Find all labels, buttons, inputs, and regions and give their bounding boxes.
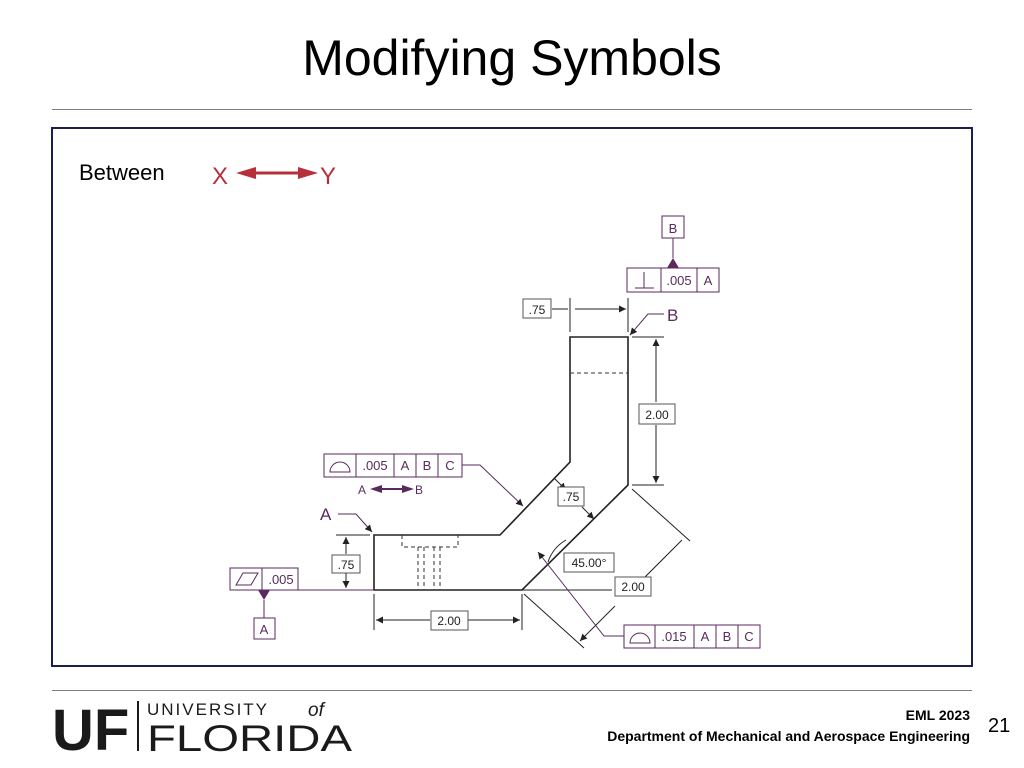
title-divider — [52, 109, 972, 110]
dim-mid-box — [557, 486, 585, 507]
datum-a-leader — [338, 513, 373, 533]
between-label: Between — [79, 160, 165, 185]
between-sub-arrow-left — [370, 485, 382, 493]
page-title: Modifying Symbols — [302, 30, 722, 86]
footer-department: Department of Mechanical and Aerospace E… — [607, 728, 970, 744]
dim-top-width-box — [522, 298, 552, 319]
dim-bottom-box — [430, 610, 469, 631]
dim-angle-box — [563, 552, 615, 573]
dim-left-height: .75 — [338, 558, 355, 572]
fcf-flat-tolerance: .005 — [268, 572, 293, 587]
fcf-profile-datum-a: A — [401, 458, 410, 473]
datum-b-triangle — [667, 258, 679, 268]
hidden-counterbore — [401, 535, 459, 590]
part-outline — [373, 336, 629, 591]
flatness-icon — [235, 572, 259, 586]
datum-a-box-label: A — [260, 622, 269, 637]
fcf-profile2-tolerance: .015 — [661, 629, 686, 644]
fcf-profile-tolerance: .005 — [362, 458, 387, 473]
logo-of: of — [308, 700, 326, 721]
fcf-profile2-leader — [537, 551, 624, 637]
dim-diag-box — [614, 576, 652, 597]
logo-uf: UF — [52, 698, 129, 755]
datum-b-box-label: B — [669, 221, 678, 236]
fcf-profile2-datum-c: C — [744, 629, 753, 644]
fcf-profile2-datum-b: B — [723, 629, 732, 644]
dim-vertical-box — [638, 403, 676, 425]
dim-diag: 2.00 — [621, 580, 645, 594]
dim-mid: .75 — [563, 490, 580, 504]
legend-arrow-right — [298, 167, 318, 179]
datum-b-leader — [629, 313, 664, 336]
legend-x: X — [212, 163, 228, 190]
legend-arrow-left — [236, 167, 256, 179]
profile-surface-icon — [329, 461, 351, 473]
between-sub-arrow-right — [402, 485, 414, 493]
datum-a-triangle — [258, 590, 270, 600]
perpendicularity-icon — [635, 272, 654, 289]
dim-vertical: 2.00 — [645, 408, 669, 422]
angle-arc — [547, 539, 567, 563]
logo-university: UNIVERSITY — [147, 700, 269, 719]
footer-divider — [52, 690, 972, 691]
fcf-profile-2 — [623, 624, 761, 649]
dim-left-height-box — [331, 554, 361, 574]
fcf-perpendicularity — [626, 267, 720, 293]
page-number: 21 — [988, 715, 1011, 737]
between-symbol: X Y — [212, 163, 336, 190]
footer-course: EML 2023 — [905, 707, 970, 723]
figure-frame — [51, 127, 973, 667]
fcf-profile-leader — [462, 464, 524, 507]
datum-b-label: B — [667, 306, 678, 325]
datum-a-label: A — [320, 505, 332, 524]
dim-angle: 45.00° — [572, 556, 607, 570]
legend-y: Y — [320, 163, 336, 190]
fcf-perp-datum: A — [704, 273, 713, 288]
dim-bottom: 2.00 — [437, 614, 461, 628]
uf-logo: UF UNIVERSITY of FLORIDA — [52, 698, 352, 755]
fcf-profile-datum-c: C — [445, 458, 454, 473]
fcf-profile2-datum-a: A — [701, 629, 710, 644]
fcf-perp-tolerance: .005 — [666, 273, 691, 288]
between-sub-b: B — [415, 483, 423, 497]
between-sub-a: A — [358, 483, 366, 497]
datum-a-box — [253, 617, 276, 640]
dim-top-width: .75 — [529, 303, 546, 317]
profile-surface-icon-2 — [629, 632, 651, 644]
logo-florida: FLORIDA — [147, 718, 352, 755]
fcf-profile-datum-b: B — [423, 458, 432, 473]
fcf-profile — [323, 453, 463, 478]
